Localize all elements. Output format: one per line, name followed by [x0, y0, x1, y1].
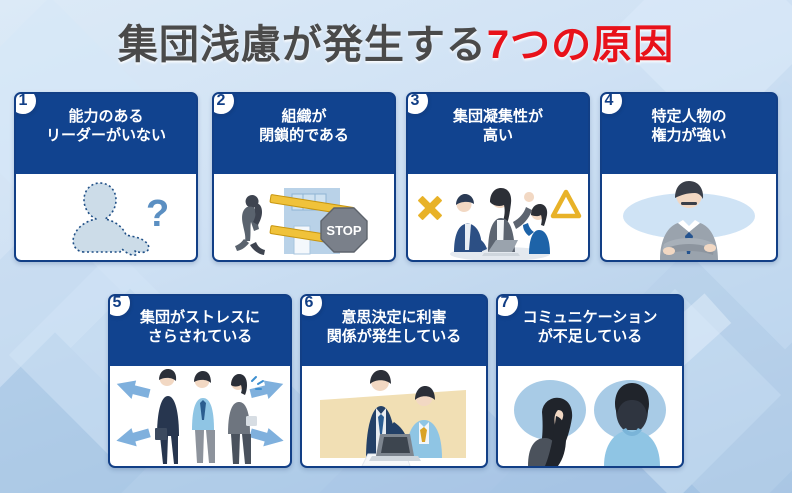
cause-card-6[interactable]: 意思決定に利害 関係が発生している — [300, 294, 488, 468]
cause-card-6-line-2: 関係が発生している — [326, 328, 462, 346]
cause-card-4-image — [602, 174, 776, 260]
cause-card-2-line-1: 組織が — [281, 108, 327, 125]
lack-of-communication-icon — [514, 380, 666, 466]
cause-card-1-image: ? — [16, 174, 196, 260]
cause-card-1-number-badge: 1 — [16, 94, 38, 116]
cause-card-5-line-1: 集団がストレスに — [139, 309, 260, 326]
title-main-text: 集団浅慮が発生する — [117, 23, 487, 67]
cause-card-1[interactable]: 能力のある リーダーがいない ? 1 — [14, 92, 198, 262]
powerful-executive-icon — [623, 181, 755, 260]
cause-card-2-heading: 組織が 閉鎖的である — [214, 94, 394, 174]
cause-card-4-heading: 特定人物の 権力が強い — [602, 94, 776, 174]
group-under-pressure-icon — [116, 369, 284, 464]
cause-card-7-heading: コミュニケーション が不足している — [498, 296, 682, 366]
svg-text:?: ? — [146, 193, 169, 235]
cause-card-5-number-badge: 5 — [110, 296, 132, 318]
cause-card-7-image — [498, 366, 682, 466]
conflict-of-interest-meeting-icon — [320, 370, 466, 466]
cause-card-7[interactable]: コミュニケーション が不足している 7 — [496, 294, 684, 468]
cause-card-5-image — [110, 366, 290, 466]
cause-card-2-number-badge: 2 — [214, 94, 236, 116]
cause-card-3-line-1: 集団凝集性が — [452, 108, 543, 125]
cause-card-3-line-2: 高い — [482, 127, 513, 145]
cause-card-2-image: STOP — [214, 174, 394, 260]
cause-card-7-number-badge: 7 — [498, 296, 520, 318]
page-title: 集団浅慮が発生する7つの原因 — [0, 12, 792, 70]
cause-card-7-line-2: が不足している — [537, 328, 643, 346]
cause-card-4[interactable]: 特定人物の 権力が強い 4 — [600, 92, 778, 262]
cause-card-3-heading: 集団凝集性が 高い — [408, 94, 588, 174]
cause-card-3-number-badge: 3 — [408, 94, 430, 116]
cause-card-2-line-2: 閉鎖的である — [259, 127, 349, 145]
cause-card-6-heading: 意思決定に利害 関係が発生している — [302, 296, 486, 366]
cause-card-1-heading: 能力のある リーダーがいない — [16, 94, 196, 174]
closed-building-stop-sign-icon: STOP — [235, 188, 368, 255]
cause-card-3-image — [408, 174, 588, 260]
cause-card-5-heading: 集団がストレスに さらされている — [110, 296, 290, 366]
cause-card-1-line-2: リーダーがいない — [45, 127, 166, 145]
cause-card-4-number-badge: 4 — [602, 94, 624, 116]
cause-card-2[interactable]: 組織が 閉鎖的である STOP — [212, 92, 396, 262]
title-accent-text: 7つの原因 — [486, 23, 675, 67]
cause-card-6-line-1: 意思決定に利害 — [341, 309, 447, 326]
cohesive-group-meeting-icon — [418, 188, 582, 260]
cause-card-4-line-1: 特定人物の — [651, 108, 727, 125]
cause-card-1-line-1: 能力のある — [68, 108, 144, 125]
svg-text:STOP: STOP — [326, 223, 361, 238]
cause-card-3[interactable]: 集団凝集性が 高い — [406, 92, 590, 262]
cause-card-6-image — [302, 366, 486, 466]
cause-card-6-number-badge: 6 — [302, 296, 324, 318]
silhouette-question-mark-icon: ? — [72, 182, 169, 257]
cause-card-4-line-2: 権力が強い — [651, 127, 727, 145]
cause-card-7-line-1: コミュニケーション — [522, 309, 658, 326]
cause-card-5[interactable]: 集団がストレスに さらされている — [108, 294, 292, 468]
cause-card-5-line-2: さらされている — [147, 328, 253, 346]
